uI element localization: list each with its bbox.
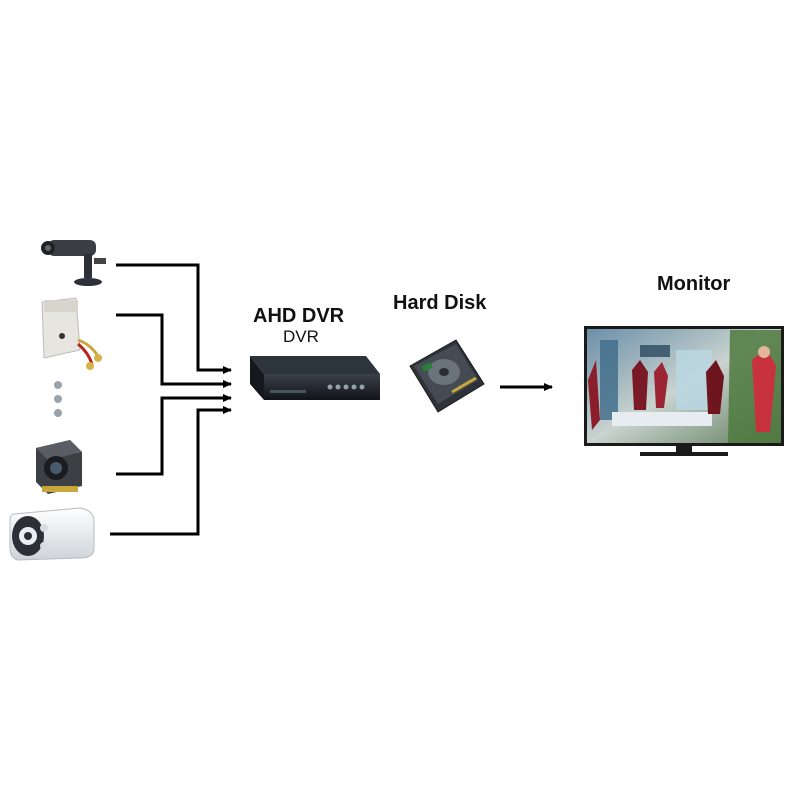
monitor-label: Monitor xyxy=(657,273,731,295)
dvr-recorder-icon xyxy=(250,356,380,400)
pir-camera-icon xyxy=(41,297,102,370)
camera-2-cable xyxy=(116,313,232,388)
camera-4-cable xyxy=(110,406,232,536)
more-cameras-dots-icon xyxy=(54,381,62,417)
square-mini-camera-icon xyxy=(36,440,82,494)
hard-disk-icon xyxy=(409,339,485,413)
bullet-ir-camera-icon xyxy=(9,507,95,561)
monitor-icon xyxy=(584,326,784,456)
bullet-mini-camera-icon xyxy=(41,240,106,286)
dvr-title-label: AHD DVR xyxy=(253,305,345,327)
camera-3-cable xyxy=(116,394,232,476)
dvr-subtitle-label: DVR xyxy=(283,327,319,346)
camera-1-cable xyxy=(116,263,232,374)
hard-disk-label: Hard Disk xyxy=(393,292,487,314)
camera-connection-lines xyxy=(110,263,232,536)
